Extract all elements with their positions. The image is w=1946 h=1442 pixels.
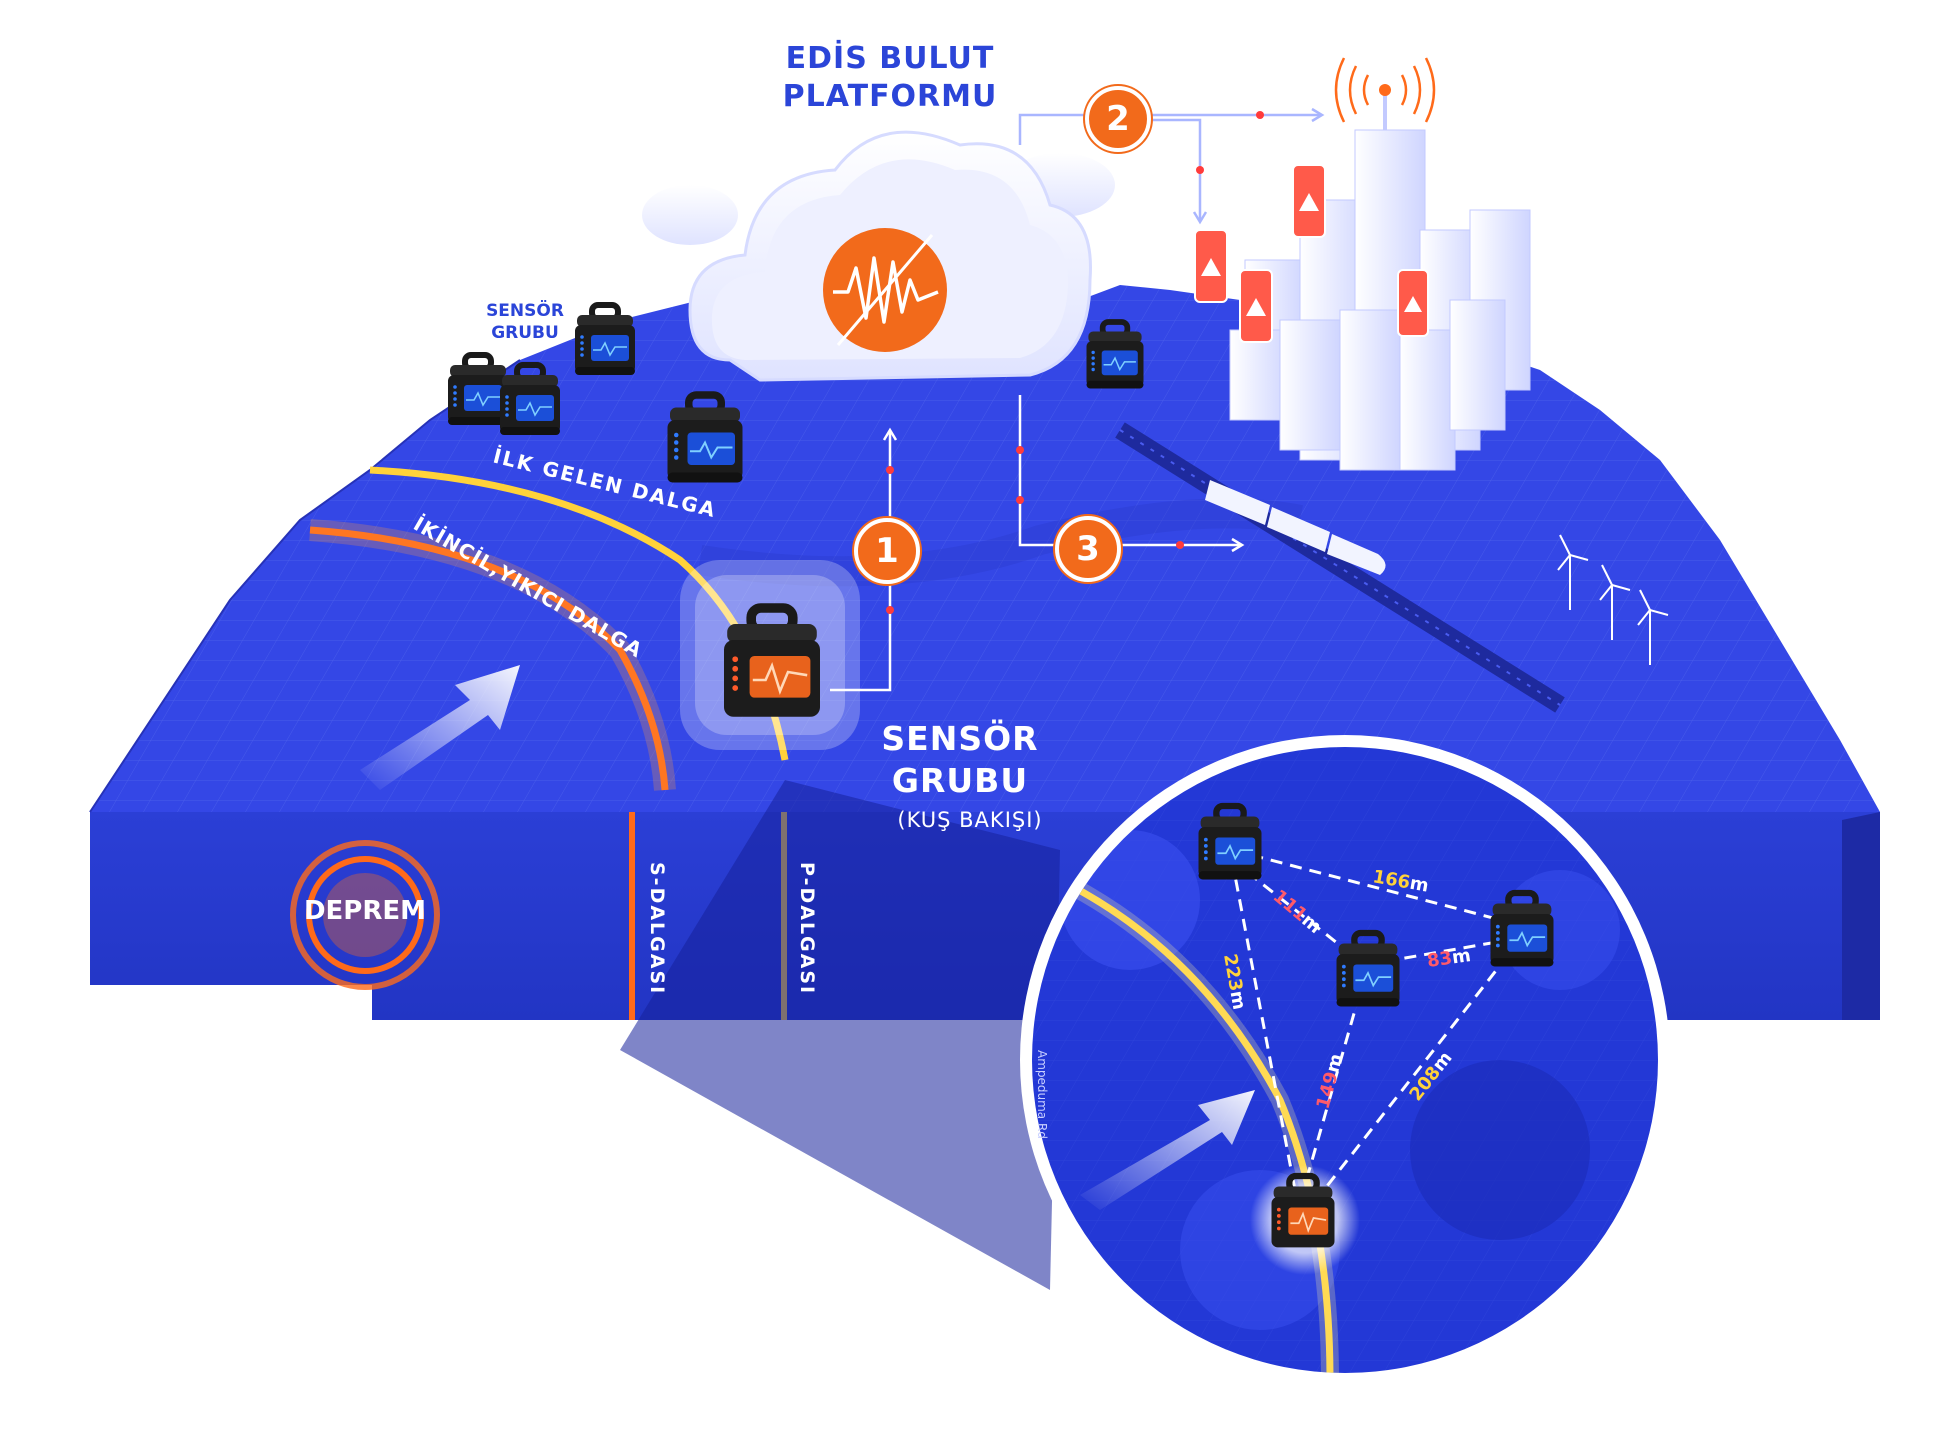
sensor-icon bbox=[1199, 806, 1262, 880]
main-sensor bbox=[680, 560, 860, 750]
sensor-icon bbox=[668, 395, 743, 483]
sensor-group-small-line2: GRUBU bbox=[491, 323, 559, 343]
sensor-icon bbox=[1337, 933, 1400, 1007]
city-buildings bbox=[1229, 129, 1531, 471]
triggered-sensor-icon bbox=[1271, 1172, 1335, 1248]
s-wave-label: S-DALGASI bbox=[646, 862, 668, 996]
s-wave-front bbox=[309, 526, 669, 791]
warning-icon bbox=[1194, 164, 1429, 343]
sensor-group-line1: SENSÖR bbox=[881, 719, 1039, 758]
antenna-icon bbox=[1334, 57, 1436, 130]
cloud-title-line1: EDİS BULUT bbox=[785, 41, 995, 76]
sensor-icon bbox=[1087, 322, 1144, 389]
epicenter-marker bbox=[290, 840, 440, 990]
sensor-group-label-small: SENSÖR GRUBU bbox=[470, 300, 580, 344]
step-1-badge: 1 bbox=[854, 518, 920, 584]
sensor-icon bbox=[500, 365, 560, 435]
sensor-group-line2: GRUBU bbox=[891, 761, 1029, 800]
road-name: Ampeduma Rd bbox=[1035, 1050, 1049, 1139]
sensor-icon bbox=[448, 355, 508, 425]
step-2-badge: 2 bbox=[1085, 86, 1151, 152]
cloud-title-line2: PLATFORMU bbox=[782, 79, 998, 114]
data-flow-lines bbox=[830, 395, 1245, 692]
earthquake-label: DEPREM bbox=[303, 896, 427, 926]
birds-eye-label: (KUŞ BAKIŞI) bbox=[897, 808, 1043, 832]
distance-label-83: 83m bbox=[1426, 945, 1472, 972]
seismograph-icon bbox=[823, 228, 947, 352]
step-3-badge: 3 bbox=[1055, 516, 1121, 582]
p-wave-label: P-DALGASI bbox=[796, 862, 818, 996]
cloud-platform-title: EDİS BULUT PLATFORMU bbox=[760, 40, 1020, 116]
sensor-icon bbox=[1491, 893, 1554, 967]
train-icon bbox=[1205, 480, 1386, 575]
sensor-group-small-line1: SENSÖR bbox=[486, 301, 564, 321]
sensor-group-label: SENSÖR GRUBU bbox=[880, 718, 1040, 802]
birds-eye-zoom: 166m 111m 223m 83m 149m 208m Ampeduma Rd bbox=[620, 735, 1670, 1385]
wind-turbine-icon bbox=[1557, 534, 1669, 665]
sensor-icon bbox=[575, 305, 635, 375]
zoom-arrow-icon bbox=[1080, 1090, 1255, 1210]
wave-direction-arrow-icon bbox=[360, 665, 520, 790]
